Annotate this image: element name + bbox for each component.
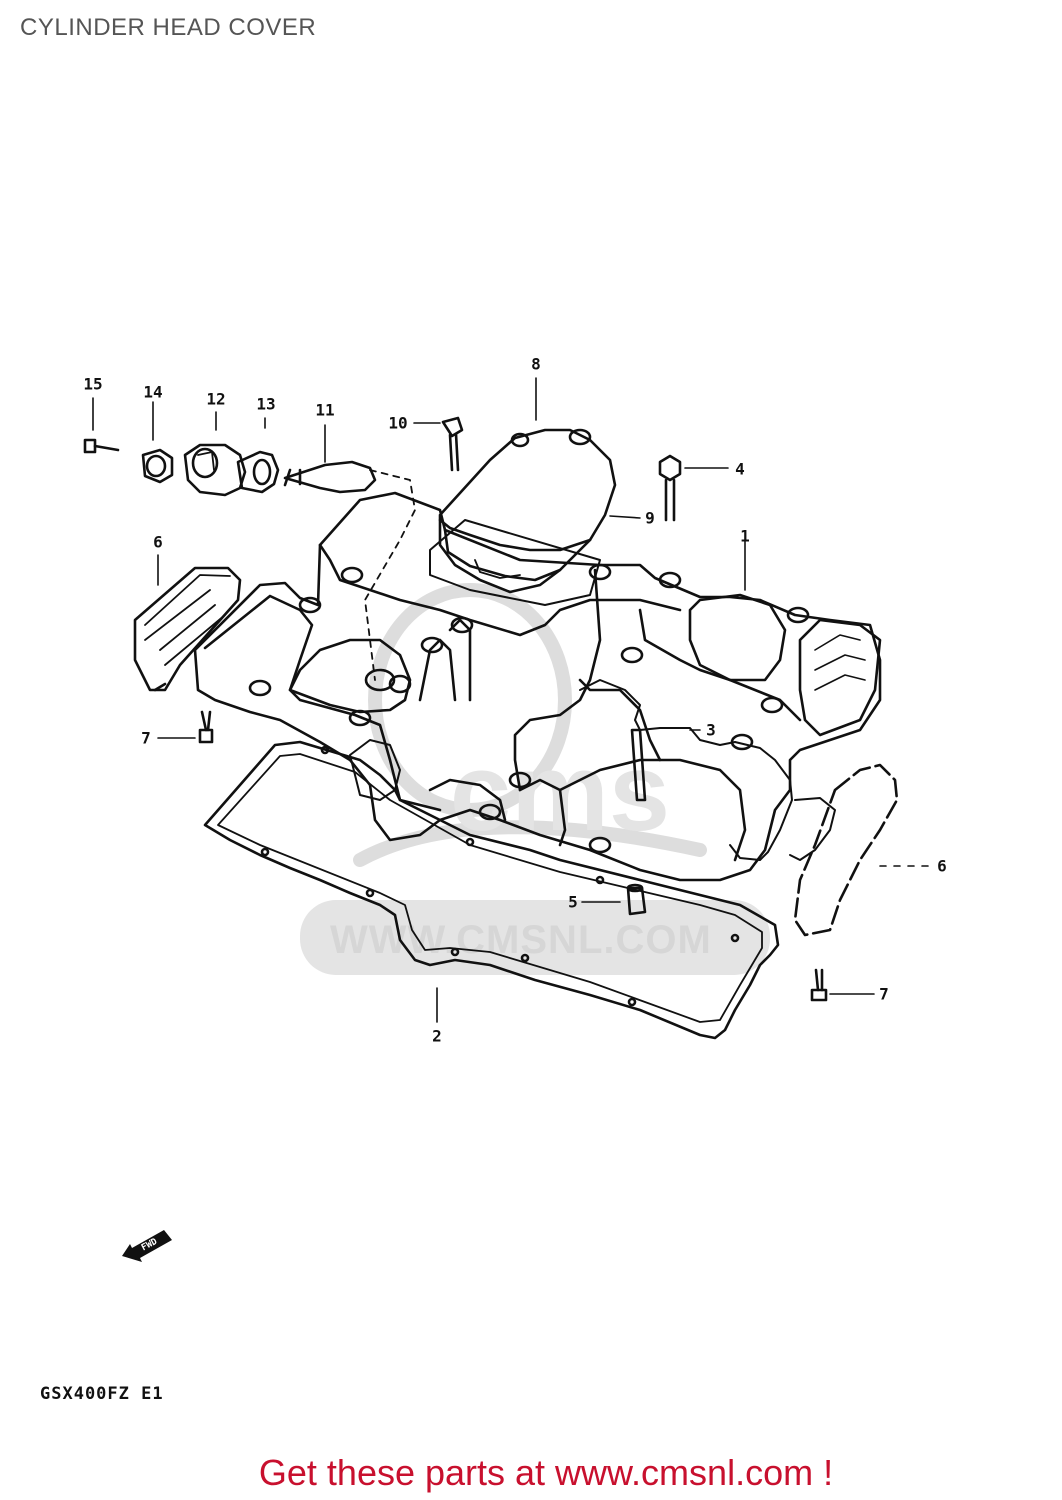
callout-8: 8 xyxy=(531,354,541,374)
inner-gasket xyxy=(579,679,793,861)
cam-end-cap-right xyxy=(793,763,899,937)
callout-15: 15 xyxy=(83,374,103,394)
screw-7-right xyxy=(810,988,828,1002)
head-cover-gasket xyxy=(203,740,780,1040)
fitting-13 xyxy=(236,450,280,494)
callout-3: 3 xyxy=(706,720,716,740)
housing-12 xyxy=(183,443,247,497)
callout-1: 1 xyxy=(740,526,750,546)
model-code: GSX400FZ E1 xyxy=(40,1384,164,1404)
callout-2: 2 xyxy=(432,1026,442,1046)
callout-14: 14 xyxy=(143,382,163,402)
callout-10: 10 xyxy=(388,413,408,433)
breather-gasket xyxy=(429,519,601,606)
breather-cover xyxy=(438,428,617,594)
callout-6-left: 6 xyxy=(153,532,163,552)
callout-5: 5 xyxy=(568,892,578,912)
callout-6-right: 6 xyxy=(937,856,947,876)
callout-7-left: 7 xyxy=(141,728,151,748)
footer-link[interactable]: Get these parts at www.cmsnl.com ! xyxy=(258,1452,834,1493)
forward-arrow-icon: FWD xyxy=(122,1230,172,1262)
cylinder-head-cover xyxy=(193,491,882,882)
callout-12: 12 xyxy=(206,389,226,409)
cam-end-cap-left xyxy=(133,566,242,692)
cap-14 xyxy=(141,448,174,484)
callout-9: 9 xyxy=(645,508,655,528)
screw-7-left xyxy=(198,728,214,744)
page-title: CYLINDER HEAD COVER xyxy=(20,14,317,41)
callout-11: 11 xyxy=(315,400,335,420)
callout-13: 13 xyxy=(256,394,276,414)
bolt-10 xyxy=(441,416,464,438)
bolt-4 xyxy=(658,454,682,482)
callout-4: 4 xyxy=(735,459,745,479)
dowel-pin-5 xyxy=(626,886,647,916)
screw-15 xyxy=(83,438,97,454)
watermark-text: WWW.CMSNL.COM xyxy=(330,918,712,962)
sensor-11 xyxy=(283,460,377,494)
callout-7-right: 7 xyxy=(879,984,889,1004)
